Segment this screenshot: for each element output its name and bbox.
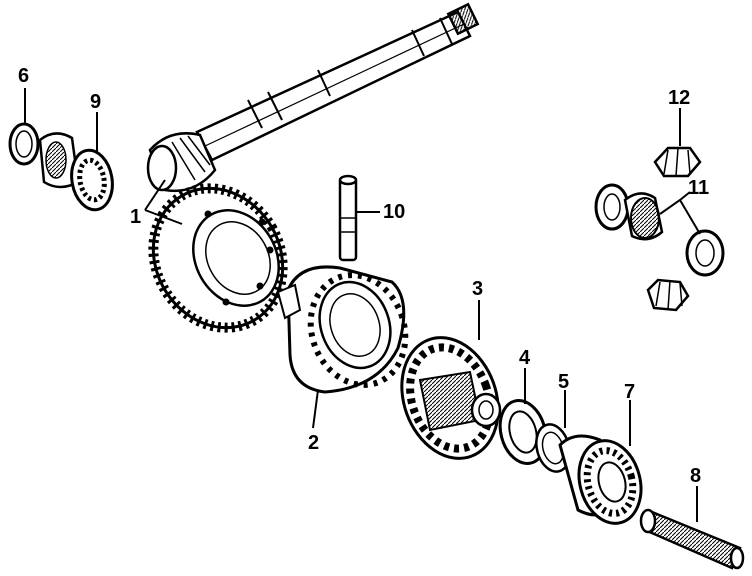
pinion-shaft-pin [338, 174, 358, 262]
callout-2: 2 [308, 432, 319, 454]
side-bearing-assembly [558, 434, 643, 525]
pinion-head [146, 132, 217, 193]
callout-9: 9 [90, 91, 101, 113]
input-shaft [195, 2, 480, 162]
pinion-bearing [38, 132, 114, 212]
callout-6: 6 [18, 65, 29, 87]
callout-7: 7 [624, 381, 635, 403]
bearing-race-ring [498, 399, 548, 465]
differential-cover [400, 336, 502, 460]
leader-lines [24, 88, 701, 522]
side-gear-set [594, 183, 725, 312]
callout-8: 8 [690, 465, 701, 487]
pinion-gear-cone [653, 146, 702, 178]
differential-case [276, 265, 409, 394]
ring-gear [148, 183, 288, 333]
output-shaft [639, 508, 745, 570]
callout-3: 3 [472, 278, 483, 300]
pinion-bearing-race [8, 122, 40, 166]
callout-labels: 1 2 3 4 5 6 7 8 9 10 11 12 [18, 65, 709, 487]
callout-4: 4 [519, 347, 531, 369]
callout-12: 12 [668, 87, 690, 109]
shim-ring [535, 423, 571, 473]
callout-11: 11 [688, 177, 709, 199]
callout-1: 1 [130, 206, 141, 228]
callout-10: 10 [383, 201, 405, 223]
callout-5: 5 [558, 371, 569, 393]
